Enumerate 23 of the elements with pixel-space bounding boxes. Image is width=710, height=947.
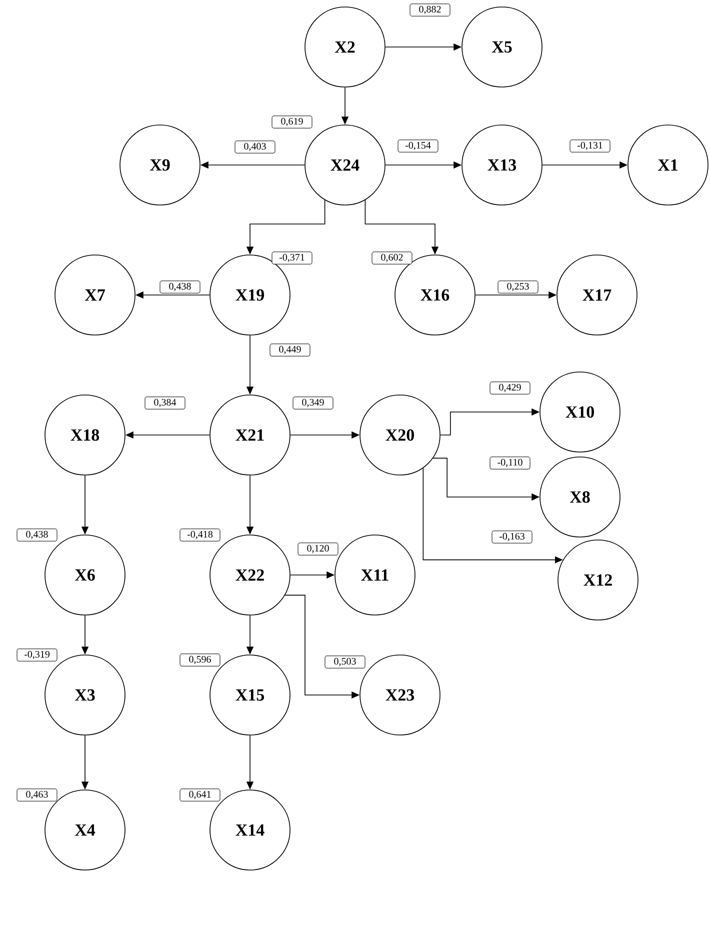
edge-label: 0,882 bbox=[410, 4, 450, 16]
edge-label: -0,163 bbox=[492, 530, 532, 544]
edge-label: -0,131 bbox=[570, 140, 610, 152]
edge-label: 0,449 bbox=[270, 344, 310, 356]
edge-label: 0,641 bbox=[180, 788, 220, 802]
edge-label: 0,503 bbox=[324, 656, 366, 668]
edge-label: 0,438 bbox=[160, 280, 200, 294]
edge-label: -0,110 bbox=[490, 456, 530, 470]
edge-label: -0,319 bbox=[16, 648, 58, 662]
edge-label: 0,403 bbox=[234, 140, 276, 154]
edge-label: 0,596 bbox=[180, 654, 220, 666]
edge-label: 0,619 bbox=[272, 116, 312, 128]
edge-label: -0,418 bbox=[180, 528, 220, 542]
edge-label: -0,154 bbox=[398, 140, 438, 152]
edge-label: -0,371 bbox=[272, 252, 312, 264]
edge-label: 0,349 bbox=[292, 396, 334, 410]
edge-label: 0,463 bbox=[16, 788, 58, 802]
edge-label: 0,438 bbox=[16, 528, 58, 542]
edge-label: 0,120 bbox=[298, 542, 338, 556]
edge-label: 0,384 bbox=[144, 396, 186, 410]
edge-label: 0,602 bbox=[372, 252, 412, 264]
edge-label: 0,253 bbox=[498, 280, 538, 294]
edge-label: 0,429 bbox=[490, 382, 530, 394]
